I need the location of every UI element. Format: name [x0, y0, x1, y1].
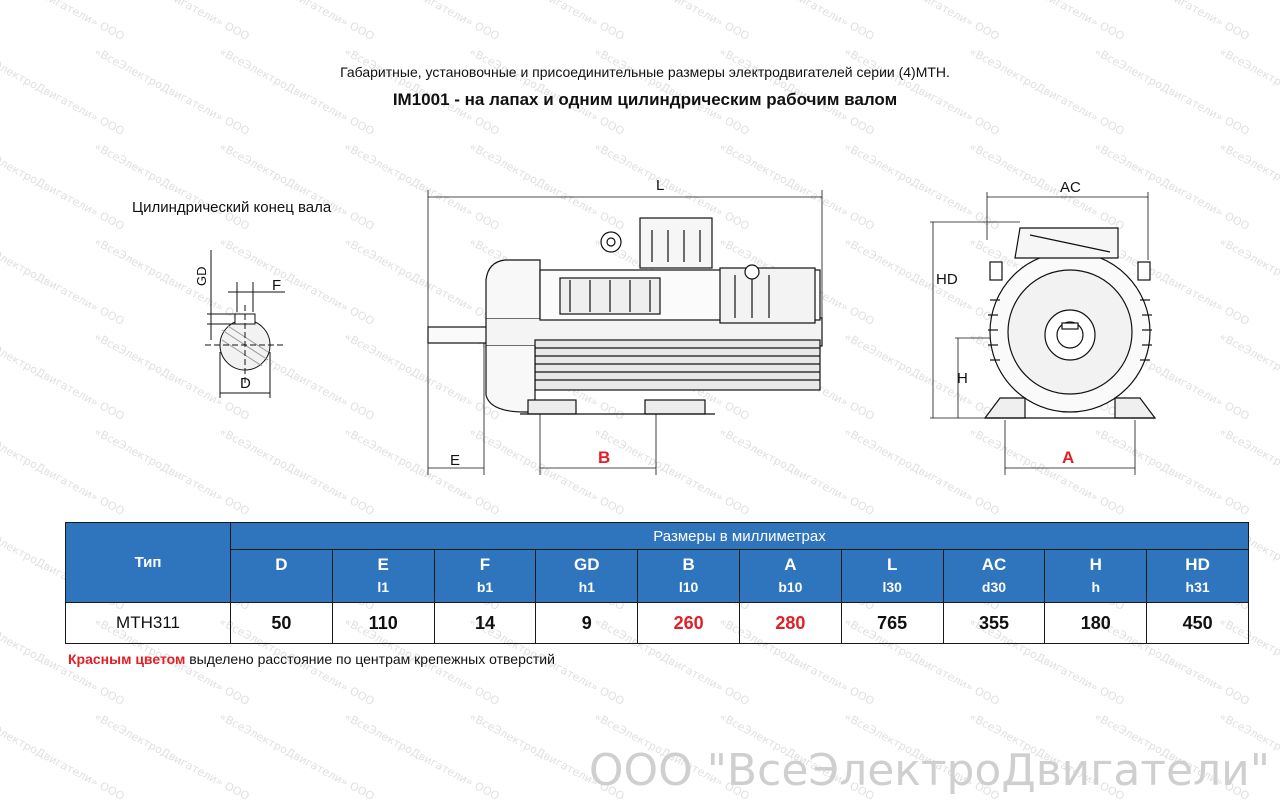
value-a: 280 — [738, 602, 842, 644]
label-e: E — [450, 452, 460, 469]
document-subtitle: IM1001 - на лапах и одним цилиндрическим… — [392, 90, 898, 109]
type-cell: МТН311 — [65, 602, 231, 644]
value-d: 50 — [230, 602, 333, 644]
label-h: H — [957, 370, 968, 387]
motor-drawing: GD F D — [194, 177, 1157, 475]
value-gd: 9 — [535, 602, 639, 644]
motor-front-view — [930, 192, 1157, 475]
label-f: F — [272, 277, 281, 294]
label-a: A — [1062, 448, 1074, 467]
watermark-text: «ВсеЭлектроДвигатели» ООО — [217, 710, 377, 800]
value-f: 14 — [433, 602, 537, 644]
value-hd: 450 — [1146, 602, 1249, 644]
footnote-red-text: Красным цветом — [68, 651, 186, 667]
company-watermark: ООО "ВсеЭлектроДвигатели" — [588, 745, 1270, 796]
value-e: 110 — [331, 602, 435, 644]
value-b: 260 — [637, 602, 740, 644]
shaft-section-drawing — [205, 250, 285, 398]
motor-side-view — [427, 190, 823, 475]
footnote-text: выделено расстояние по центрам крепежных… — [185, 651, 555, 667]
label-hd: HD — [936, 271, 958, 288]
document-title: Габаритные, установочные и присоединител… — [340, 64, 950, 80]
label-l: L — [656, 177, 664, 194]
label-d: D — [240, 375, 251, 392]
col-d: D — [230, 549, 333, 603]
footnote: Красным цветом выделено расстояние по це… — [68, 651, 555, 667]
shaft-end-label: Цилиндрический конец вала — [132, 199, 332, 216]
value-ac: 355 — [942, 602, 1046, 644]
label-gd: GD — [194, 267, 209, 287]
watermark-text: «ВсеЭлектроДвигатели» ООО — [92, 710, 252, 800]
value-h: 180 — [1044, 602, 1148, 644]
group-header: Размеры в миллиметрах — [230, 522, 1249, 550]
label-ac: AC — [1060, 179, 1081, 196]
watermark-text: «ВсеЭлектроДвигатели» ООО — [0, 710, 127, 800]
value-l: 765 — [840, 602, 944, 644]
type-header: Тип — [65, 522, 231, 603]
table-row: МТН311 50 110 14 9 260 280 765 355 180 4… — [65, 602, 1249, 644]
watermark-text: «ВсеЭлектроДвигатели» ООО — [342, 710, 502, 800]
label-b: B — [598, 448, 610, 467]
